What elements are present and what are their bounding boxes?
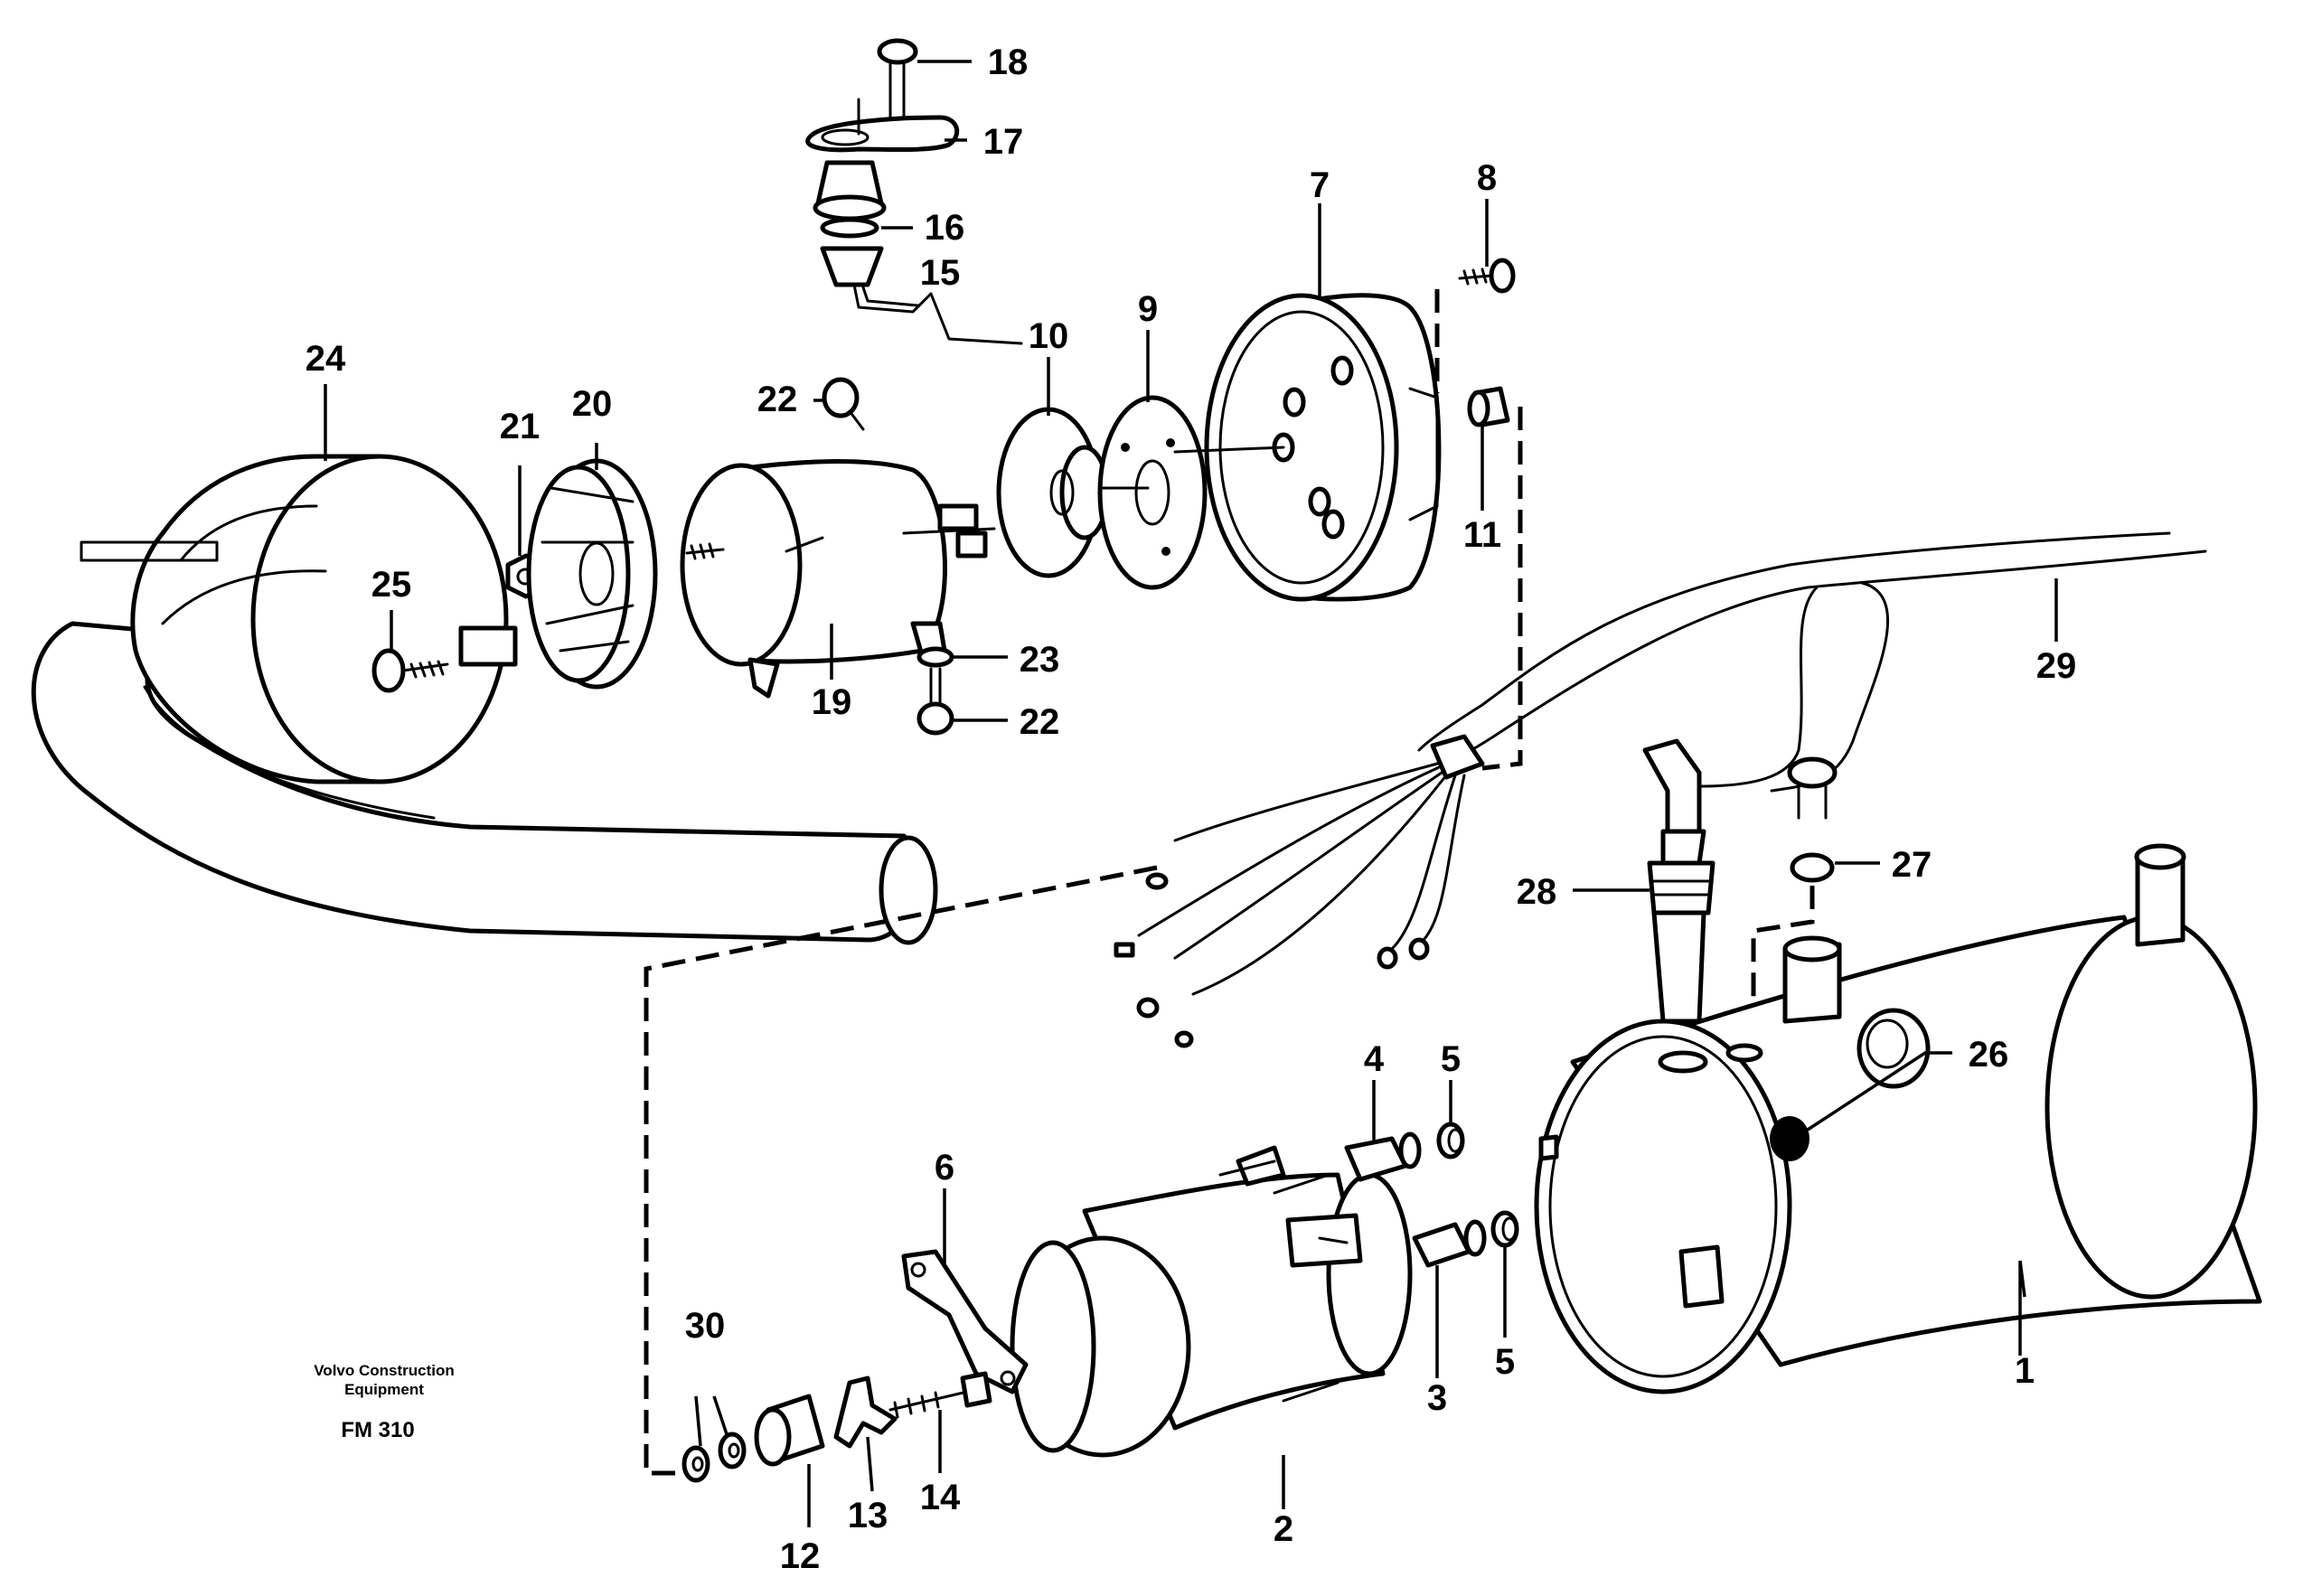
cable-harness-29	[1114, 407, 2207, 1048]
sensor-28	[1642, 738, 1716, 1024]
bracket-6	[901, 1249, 1029, 1394]
silencer-24	[80, 454, 518, 784]
caption-code: FM 310	[341, 1418, 414, 1442]
callout-6: 6	[935, 1148, 954, 1188]
screw-25	[371, 648, 449, 693]
callout-15: 15	[920, 253, 961, 293]
exhaust-pipe	[31, 621, 938, 945]
callout-7: 7	[1310, 165, 1330, 205]
callout-14: 14	[920, 1478, 961, 1517]
wire-15	[852, 283, 1023, 345]
callout-9: 9	[1138, 289, 1158, 329]
callout-13: 13	[848, 1496, 888, 1535]
housing-7	[1101, 293, 1442, 602]
callout-23: 23	[1020, 640, 1060, 680]
callout-8: 8	[1477, 158, 1497, 198]
bracket-17	[805, 98, 960, 153]
callout-30: 30	[685, 1306, 726, 1346]
rubber-cap	[813, 160, 887, 221]
callout-25: 25	[371, 565, 412, 605]
washer-23	[916, 646, 954, 668]
callout-4: 4	[1364, 1039, 1385, 1079]
caption-brand-line2: Equipment	[344, 1381, 424, 1398]
callout-19: 19	[812, 682, 852, 722]
callout-22-top: 22	[757, 380, 798, 419]
callout-labels: 1 2 3 4 5 5 6 7 8 9 10 11 12 13 14 15 16…	[306, 42, 2077, 1576]
callout-27: 27	[1892, 845, 1932, 885]
leader-lines	[324, 60, 2058, 1527]
glow-plug-3	[1412, 1219, 1487, 1268]
callout-24: 24	[306, 339, 346, 379]
bush-11	[1467, 386, 1510, 427]
callout-1: 1	[2015, 1351, 2035, 1391]
screw-22-bottom	[916, 667, 954, 736]
callout-29: 29	[2036, 646, 2077, 686]
screw-22-top	[822, 377, 865, 431]
callout-5-top: 5	[1441, 1039, 1461, 1079]
fan-wheel-20	[526, 458, 658, 690]
callout-18: 18	[988, 42, 1029, 82]
callout-5-bottom: 5	[1495, 1342, 1515, 1382]
callout-3: 3	[1427, 1378, 1447, 1418]
callout-20: 20	[572, 384, 613, 424]
plate-9	[1097, 395, 1208, 590]
screw-18	[877, 38, 918, 119]
bush-12	[754, 1394, 825, 1467]
callout-16: 16	[925, 208, 965, 248]
grommet	[820, 246, 884, 287]
caption-block: Volvo Construction Equipment FM 310	[314, 1362, 455, 1442]
glow-plug-4	[1344, 1131, 1422, 1182]
callout-11: 11	[1463, 515, 1501, 555]
callout-12: 12	[780, 1536, 821, 1576]
bolt-14	[888, 1371, 992, 1419]
callout-2: 2	[1274, 1509, 1293, 1549]
button-27	[1751, 756, 1838, 1048]
flange-10	[996, 407, 1110, 578]
washer-5-top	[1436, 1122, 1465, 1159]
callout-26: 26	[1969, 1035, 2009, 1075]
o-ring-16	[820, 217, 879, 239]
callout-17: 17	[983, 122, 1024, 162]
callout-22-bottom: 22	[1020, 702, 1060, 742]
cap-26	[1856, 1008, 1931, 1089]
callout-28: 28	[1517, 872, 1557, 912]
heater-body-1	[1534, 843, 2262, 1394]
washer-5-bottom	[1490, 1210, 1519, 1248]
clip-13	[833, 1375, 898, 1449]
motor-19	[680, 459, 996, 699]
callout-10: 10	[1029, 316, 1069, 356]
screw-8	[1434, 258, 1516, 393]
caption-brand-line1: Volvo Construction	[314, 1362, 455, 1379]
washers-30	[682, 1432, 747, 1483]
callout-21: 21	[500, 407, 540, 446]
combustion-chamber-2	[1010, 1145, 1413, 1458]
